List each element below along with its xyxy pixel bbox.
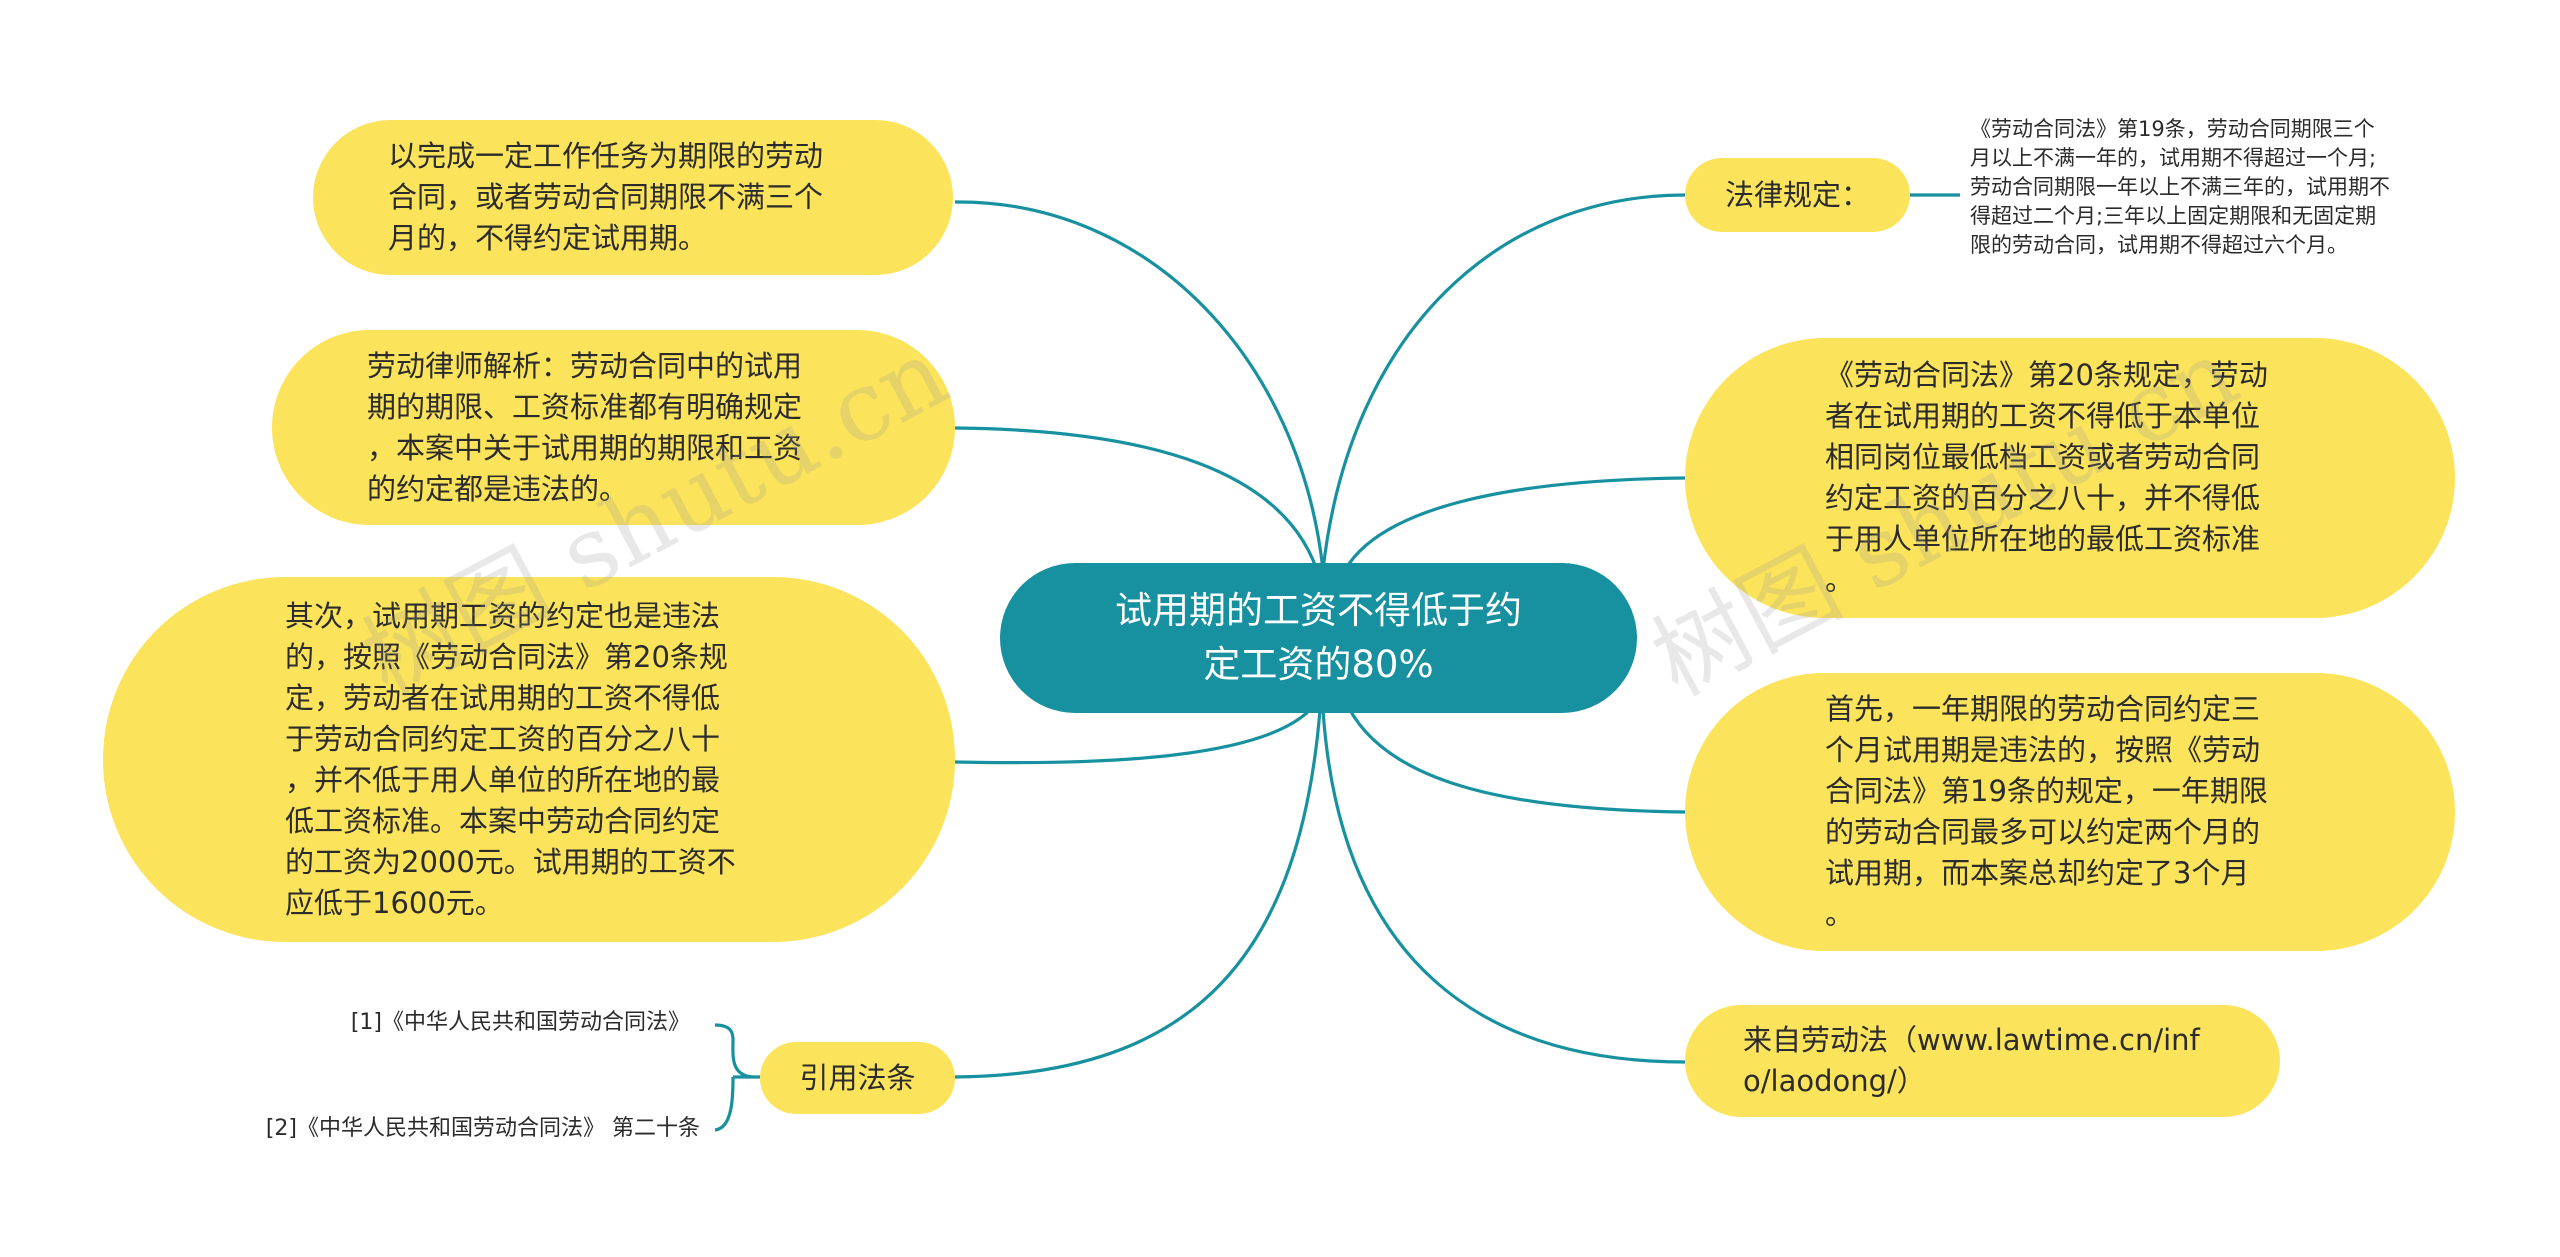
central-topic[interactable]: 试用期的工资不得低于约 定工资的80% [1000, 563, 1637, 713]
topic-legal-provision[interactable]: 法律规定： [1685, 158, 1910, 232]
topic-right-2[interactable]: 《劳动合同法》第20条规定，劳动 者在试用期的工资不得低于本单位 相同岗位最低档… [1685, 338, 2455, 618]
topic-left-2[interactable]: 劳动律师解析：劳动合同中的试用 期的期限、工资标准都有明确规定 ，本案中关于试用… [272, 330, 955, 525]
edge-left-2 [954, 426, 1322, 581]
topic-left-3[interactable]: 其次，试用期工资的约定也是违法 的，按照《劳动合同法》第20条规 定，劳动者在试… [103, 577, 955, 942]
reference-2: [2]《中华人民共和国劳动合同法》 第二十条 [265, 1116, 700, 1141]
topic-left-1-text: 以完成一定工作任务为期限的劳动 合同，或者劳动合同期限不满三个 月的，不得约定试… [388, 139, 824, 255]
topic-left-2-text: 劳动律师解析：劳动合同中的试用 期的期限、工资标准都有明确规定 ，本案中关于试用… [367, 348, 803, 506]
edge-right-3 [1343, 699, 1686, 814]
edge-right-4 [1321, 709, 1686, 1064]
edge-left-1 [954, 200, 1325, 571]
topic-cited-laws[interactable]: 引用法条 [760, 1042, 955, 1114]
topic-cited-laws-text: 引用法条 [799, 1060, 916, 1095]
central-topic-text: 试用期的工资不得低于约 定工资的80% [1115, 589, 1522, 686]
topic-right-3-text: 首先，一年期限的劳动合同约定三 个月试用期是违法的，按照《劳动 合同法》第19条… [1825, 692, 2268, 931]
topic-source-text: 来自劳动法（www.lawtime.cn/inf o/laodong/） [1743, 1023, 2200, 1098]
references-bracket [714, 1023, 760, 1132]
edge-left-3 [954, 699, 1320, 765]
topic-right-3[interactable]: 首先，一年期限的劳动合同约定三 个月试用期是违法的，按照《劳动 合同法》第19条… [1685, 673, 2455, 951]
edge-right-2 [1343, 476, 1686, 571]
topic-left-1[interactable]: 以完成一定工作任务为期限的劳动 合同，或者劳动合同期限不满三个 月的，不得约定试… [313, 120, 953, 275]
reference-1: [1]《中华人民共和国劳动合同法》 [350, 1010, 690, 1035]
edge-left-4 [954, 709, 1322, 1079]
topic-source[interactable]: 来自劳动法（www.lawtime.cn/inf o/laodong/） [1685, 1005, 2280, 1117]
topic-legal-provision-text: 法律规定： [1724, 177, 1870, 212]
edge-right-1 [1321, 193, 1686, 571]
topic-right-2-text: 《劳动合同法》第20条规定，劳动 者在试用期的工资不得低于本单位 相同岗位最低档… [1825, 358, 2268, 597]
topic-left-3-text: 其次，试用期工资的约定也是违法 的，按照《劳动合同法》第20条规 定，劳动者在试… [285, 598, 736, 920]
law-detail-text: 《劳动合同法》第19条，劳动合同期限三个 月以上不满一年的，试用期不得超过一个月… [1970, 117, 2390, 257]
